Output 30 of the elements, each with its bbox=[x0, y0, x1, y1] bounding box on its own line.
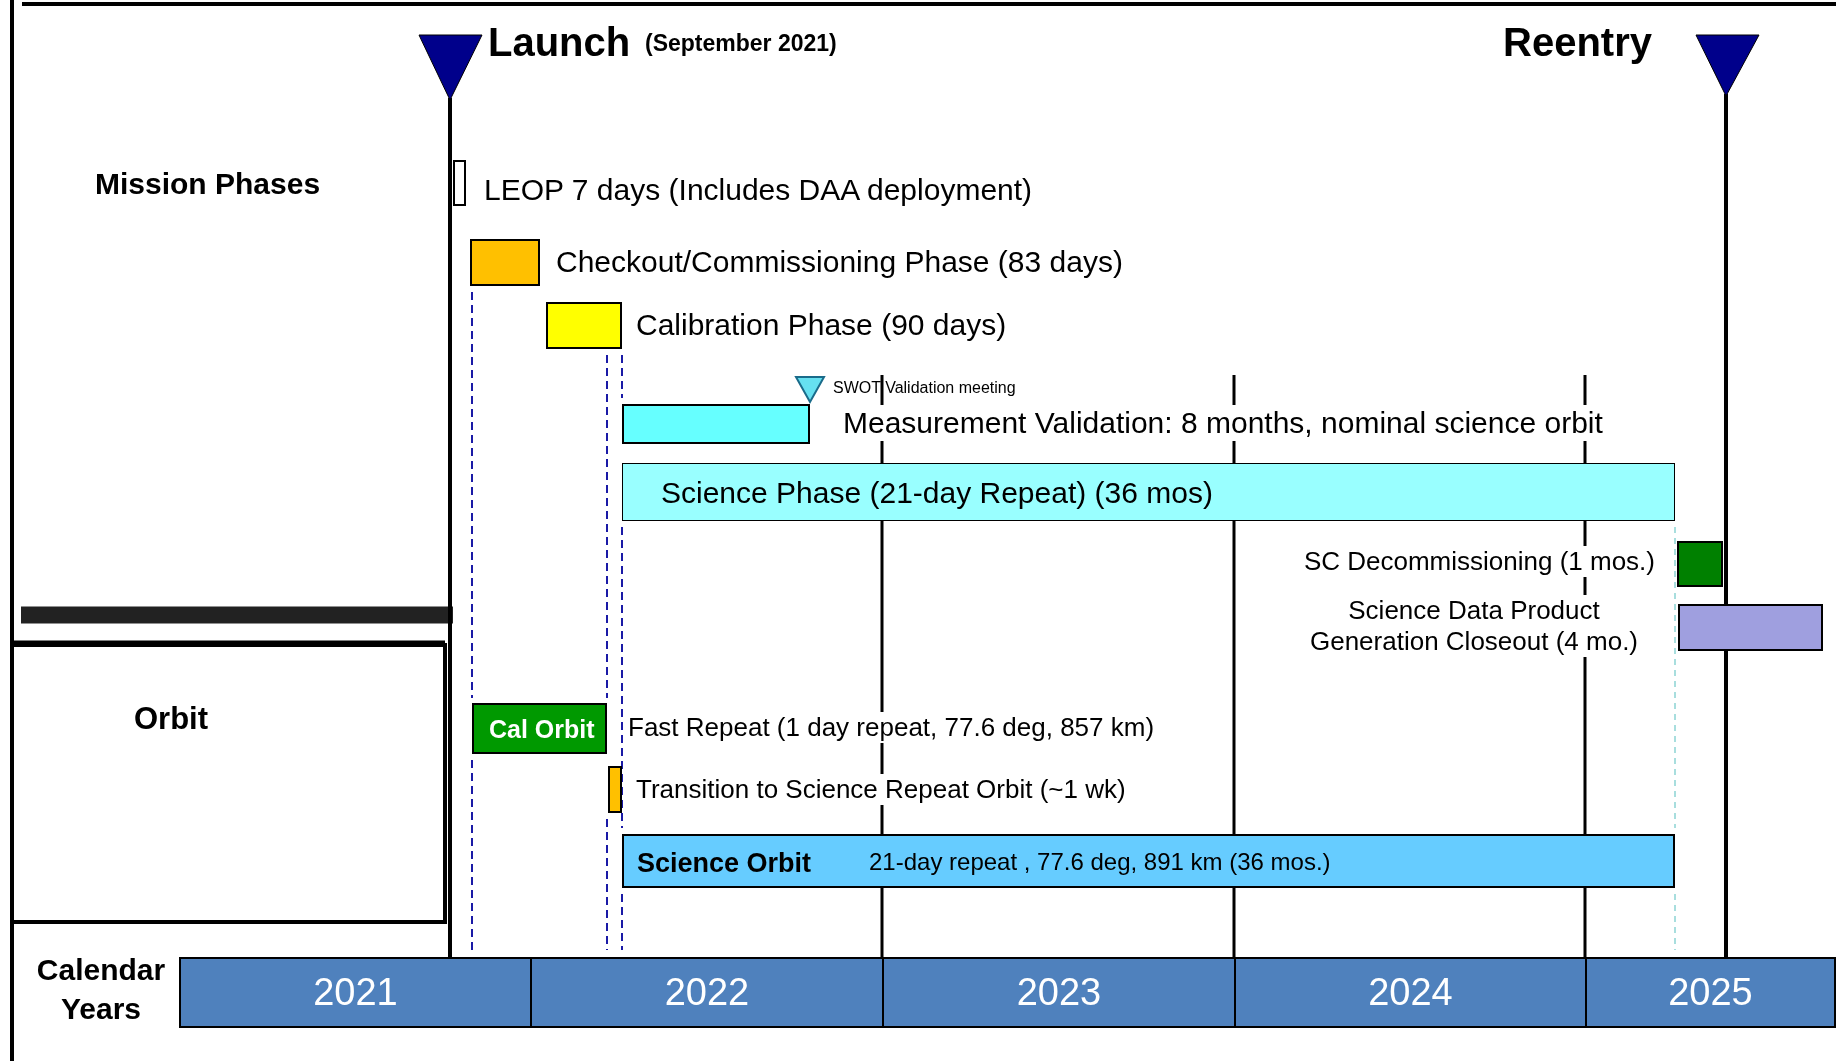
milestone-date: (September 2021) bbox=[645, 30, 837, 58]
year-cell: 2025 bbox=[1585, 957, 1836, 1028]
bar-label: Science Phase (21-day Repeat) (36 mos) bbox=[661, 475, 1213, 511]
phase-description: Transition to Science Repeat Orbit (~1 wk) bbox=[636, 774, 1126, 806]
schedule-bar bbox=[608, 766, 622, 813]
schedule-bar bbox=[470, 239, 540, 286]
phase-description: Measurement Validation: 8 months, nominal science orbit bbox=[843, 405, 1603, 441]
year-cell: 2023 bbox=[882, 957, 1236, 1028]
schedule-bar bbox=[622, 463, 1675, 521]
milestone-note: SWOT Validation meeting bbox=[833, 378, 1016, 398]
year-cell: 2022 bbox=[530, 957, 884, 1028]
schedule-bar bbox=[1677, 541, 1723, 587]
bar-label: Cal Orbit bbox=[489, 714, 595, 744]
row-header: Calendar Years bbox=[35, 952, 167, 1027]
year-cell: 2021 bbox=[179, 957, 532, 1028]
bar-detail: 21-day repeat , 77.6 deg, 891 km (36 mos.) bbox=[869, 848, 1331, 877]
schedule-bar bbox=[622, 404, 810, 444]
milestone-label: Reentry bbox=[1503, 19, 1652, 66]
schedule-bar bbox=[453, 160, 466, 206]
schedule-bar bbox=[1678, 604, 1823, 651]
schedule-bar bbox=[472, 703, 607, 754]
milestone-label: Launch bbox=[488, 19, 631, 66]
phase-description: Science Data Product Generation Closeout (4 mo.) bbox=[1309, 595, 1639, 658]
year-cell: 2024 bbox=[1234, 957, 1587, 1028]
bar-label: Science Orbit bbox=[637, 847, 812, 880]
schedule-bar bbox=[622, 834, 1675, 888]
row-header: Orbit bbox=[12, 643, 447, 924]
phase-description: Fast Repeat (1 day repeat, 77.6 deg, 857 km) bbox=[628, 712, 1155, 744]
row-header: Mission Phases bbox=[95, 166, 321, 202]
schedule-bar bbox=[546, 302, 622, 349]
